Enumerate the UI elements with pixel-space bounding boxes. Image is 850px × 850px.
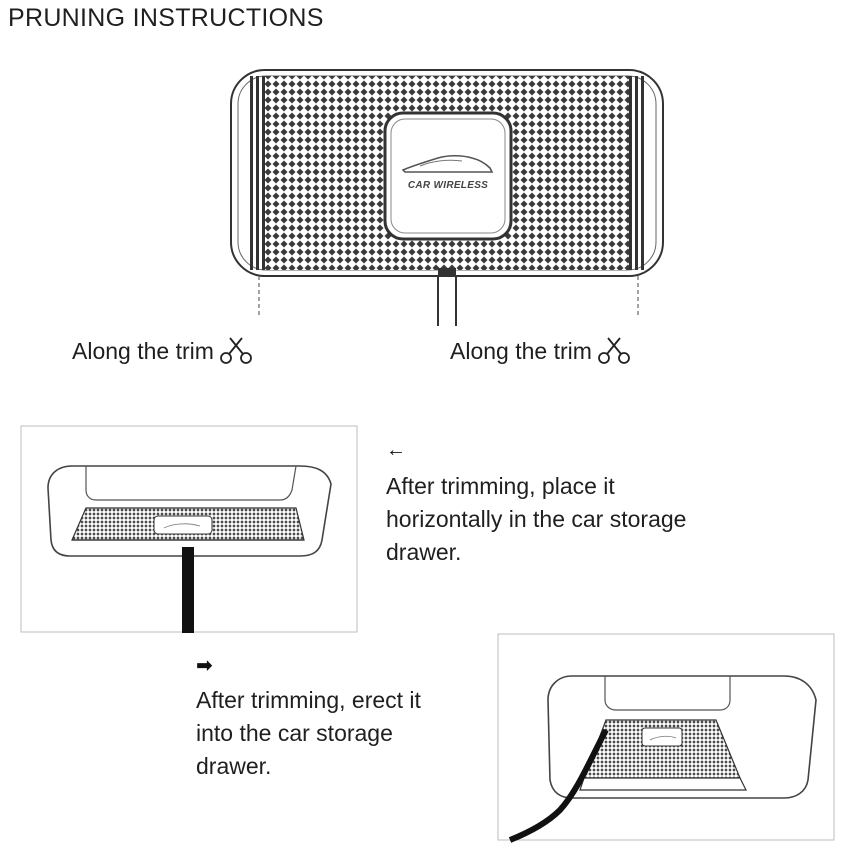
scissors-icon [220,337,252,364]
step-horizontal-line-3: drawer. [386,539,462,565]
trim-label-right-text: Along the trim [450,337,592,364]
scissors-icon [598,337,630,364]
trim-label-left-text: Along the trim [72,337,214,364]
arrow-left-icon: ← [386,439,406,461]
drawer-horizontal-illustration [20,425,358,633]
step-horizontal-line-1: After trimming, place it [386,473,615,499]
mat-cable [437,268,457,326]
page-title: PRUNING INSTRUCTIONS [8,4,324,32]
mat-edge-stripes-right [629,76,644,270]
drawer-upright-illustration [497,633,835,843]
mat-edge-stripes-left [250,76,265,270]
step-upright-line-2: into the car storage [196,720,393,746]
step-upright-line-3: drawer. [196,753,272,779]
charging-pad-badge [383,111,513,241]
step-horizontal-line-2: horizontally in the car storage [386,506,687,532]
trim-label-right: Along the trim [450,336,632,366]
car-silhouette-icon [401,154,494,173]
step-upright-line-1: After trimming, erect it [196,687,421,713]
step-horizontal-text: After trimming, place it horizontally in… [386,470,826,569]
step-upright-text: After trimming, erect it into the car st… [196,684,496,783]
trim-label-left: Along the trim [72,336,254,366]
mat-logo-text: CAR WIRELESS [407,180,489,191]
arrow-right-icon: ➡ [196,655,213,677]
